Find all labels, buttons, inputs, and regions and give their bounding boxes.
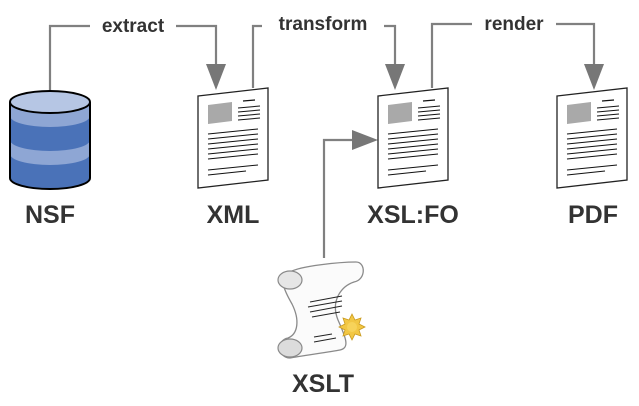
document-icon	[556, 87, 628, 189]
render-connector-right	[556, 22, 596, 66]
node-label-xml: XML	[207, 201, 260, 229]
node-xslfo: XSL:FO	[367, 87, 459, 229]
arrowhead-icon	[584, 64, 604, 90]
arrowhead-icon	[206, 64, 226, 90]
node-xslt: XSLT	[277, 261, 366, 398]
document-icon	[197, 87, 269, 189]
node-label-xslt: XSLT	[292, 370, 354, 398]
node-label-xslfo: XSL:FO	[367, 201, 459, 229]
node-label-pdf: PDF	[568, 201, 618, 229]
scroll-icon	[277, 261, 366, 359]
edge-extract: extract	[48, 16, 226, 90]
node-label-nsf: NSF	[25, 201, 75, 229]
edge-label-extract: extract	[102, 16, 165, 37]
transform-connector-left	[251, 24, 262, 88]
document-icon	[377, 87, 449, 189]
edge-xslt-to-xslfo	[322, 130, 378, 258]
edge-label-render: render	[484, 14, 544, 35]
node-nsf: NSF	[9, 90, 91, 229]
extract-connector-right	[176, 24, 218, 66]
render-connector-left	[430, 22, 472, 88]
seal-icon	[338, 313, 366, 341]
extract-connector-left	[48, 24, 90, 90]
xslt-connector	[322, 138, 354, 258]
node-pdf: PDF	[556, 87, 628, 229]
edge-label-transform: transform	[279, 14, 368, 35]
arrowhead-icon	[352, 130, 378, 150]
edge-render: render	[430, 14, 604, 90]
node-xml: XML	[197, 87, 269, 229]
edge-transform: transform	[251, 14, 405, 90]
database-icon	[9, 90, 91, 190]
arrowhead-icon	[385, 64, 405, 90]
transform-connector-right	[384, 24, 397, 66]
